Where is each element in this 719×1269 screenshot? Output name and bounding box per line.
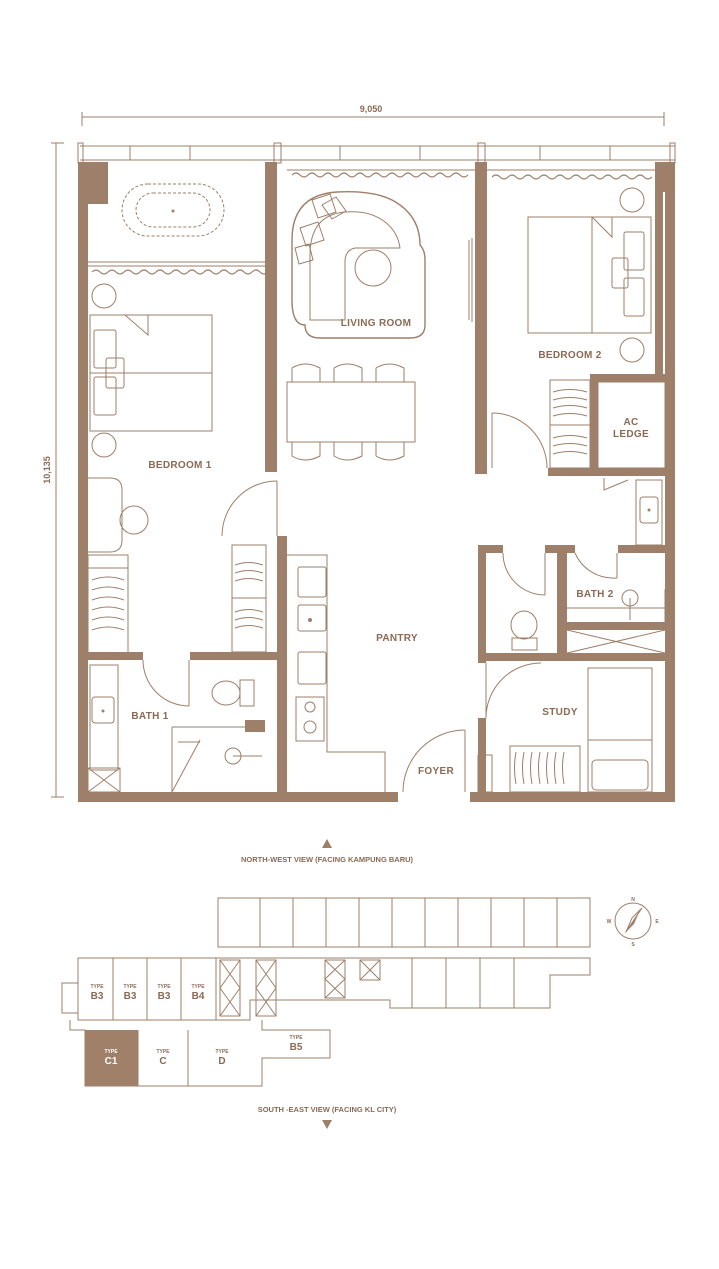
type-word-b5: TYPE	[289, 1035, 303, 1041]
label-foyer: FOYER	[418, 766, 454, 777]
foyer-door	[402, 729, 493, 793]
highlighted-unit-c1	[85, 1030, 138, 1086]
label-ac-ledge-line1: AC	[623, 417, 638, 428]
unit-d: D	[218, 1056, 225, 1067]
compass-w: W	[607, 919, 612, 925]
living-room-furniture	[286, 169, 475, 461]
type-word-b3c: TYPE	[157, 984, 171, 990]
arrow-down-icon	[322, 1120, 332, 1129]
unit-c1: C1	[105, 1056, 118, 1067]
south-east-view: SOUTH -EAST VIEW (FACING KL CITY)	[258, 1105, 397, 1129]
window-frames	[77, 142, 676, 164]
bath1-fixtures	[87, 659, 265, 793]
type-word-b4: TYPE	[191, 984, 205, 990]
bedroom1-furniture	[87, 283, 278, 654]
south-east-view-label: SOUTH -EAST VIEW (FACING KL CITY)	[258, 1105, 397, 1114]
label-study: STUDY	[542, 707, 577, 718]
compass-icon: N S E W	[607, 897, 660, 948]
pantry-fixtures	[287, 554, 386, 792]
room-labels: LIVING ROOM BEDROOM 1 BEDROOM 2 AC LEDGE…	[131, 318, 649, 777]
study-furniture	[485, 662, 653, 793]
label-bath-2: BATH 2	[576, 589, 613, 600]
label-ac-ledge-line2: LEDGE	[613, 429, 649, 440]
type-word-c: TYPE	[156, 1049, 170, 1055]
type-word-c1: TYPE	[104, 1049, 118, 1055]
unit-c: C	[159, 1056, 166, 1067]
label-bedroom-1: BEDROOM 1	[148, 460, 211, 471]
compass-e: E	[655, 919, 659, 925]
type-word-d: TYPE	[215, 1049, 229, 1055]
north-west-view: NORTH-WEST VIEW (FACING KAMPUNG BARU)	[241, 839, 414, 864]
unit-b3-b: B3	[124, 991, 137, 1002]
unit-b4: B4	[192, 991, 205, 1002]
bath2-fixtures	[502, 478, 674, 654]
arrow-up-icon	[322, 839, 332, 848]
label-bedroom-2: BEDROOM 2	[538, 350, 601, 361]
label-bath-1: BATH 1	[131, 711, 168, 722]
height-dimension-label: 10,135	[42, 456, 52, 484]
type-word-b3b: TYPE	[123, 984, 137, 990]
walls	[78, 162, 675, 802]
key-plan: TYPE B3 TYPE B3 TYPE B3 TYPE B4 TYPE C1 …	[61, 897, 591, 1087]
width-dimension-label: 9,050	[360, 104, 383, 114]
compass-s: S	[631, 942, 635, 948]
bedroom2-furniture	[487, 169, 666, 469]
height-dimension: 10,135	[42, 142, 64, 798]
curtain-wave-bedroom1	[88, 261, 269, 275]
unit-b5: B5	[290, 1042, 303, 1053]
label-pantry: PANTRY	[376, 633, 418, 644]
label-living-room: LIVING ROOM	[341, 318, 412, 329]
unit-b3-c: B3	[158, 991, 171, 1002]
bathtub	[91, 171, 225, 237]
north-west-view-label: NORTH-WEST VIEW (FACING KAMPUNG BARU)	[241, 855, 414, 864]
width-dimension: 9,050	[81, 104, 665, 126]
unit-b3-a: B3	[91, 991, 104, 1002]
compass-n: N	[631, 897, 635, 903]
type-word-b3a: TYPE	[90, 984, 104, 990]
